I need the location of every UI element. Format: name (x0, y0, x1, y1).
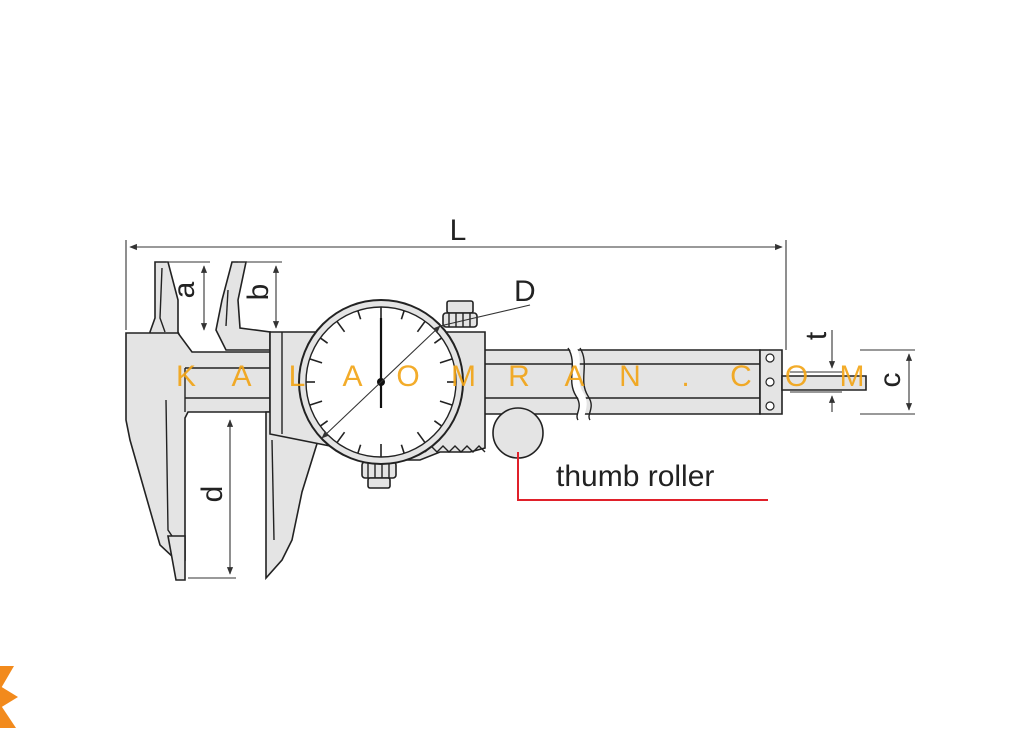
label-thumb-roller: thumb roller (556, 460, 714, 493)
gear-rack (424, 445, 486, 453)
dial-tick (400, 444, 405, 454)
dial-tick (439, 358, 453, 364)
dial-tick (309, 400, 323, 406)
watermark-letter: A (231, 360, 251, 393)
bezel-screw-icon (361, 461, 397, 489)
dimension-lines (125, 240, 915, 579)
end-screw-icon (765, 353, 775, 363)
watermark-letter: O (396, 360, 419, 393)
thumb-roller-icon (492, 407, 544, 459)
watermark-letter: K (176, 360, 196, 393)
kalaomran-k-logo-icon (0, 666, 18, 728)
label-b: b (242, 284, 275, 301)
label-c: c (874, 373, 907, 388)
watermark-letter: A (564, 360, 584, 393)
watermark-letter: C (730, 360, 752, 393)
watermark-letter: M (840, 360, 865, 393)
label-length: L (450, 214, 467, 247)
end-screw-icon (765, 377, 775, 387)
label-a: a (168, 281, 201, 298)
end-screw-icon (765, 401, 775, 411)
clamp-screw-icon (442, 300, 478, 328)
watermark-letter: R (508, 360, 530, 393)
dial-tick (400, 310, 405, 320)
watermark-letter: O (785, 360, 808, 393)
thumb-roller-leader (517, 452, 768, 501)
label-t: t (800, 331, 833, 340)
label-d: d (196, 486, 229, 503)
dial-tick (357, 444, 362, 454)
watermark-letter: L (289, 360, 306, 393)
watermark-letter: M (451, 360, 476, 393)
dial-tick (357, 310, 362, 320)
watermark-letter: N (619, 360, 641, 393)
watermark-letter: A (342, 360, 362, 393)
depth-rod (781, 375, 867, 391)
label-dial-diameter: D (514, 275, 536, 308)
dial-tick (439, 400, 453, 406)
watermark-letter: . (681, 360, 689, 393)
dial-tick (309, 358, 323, 364)
fixed-jaw (125, 261, 271, 581)
